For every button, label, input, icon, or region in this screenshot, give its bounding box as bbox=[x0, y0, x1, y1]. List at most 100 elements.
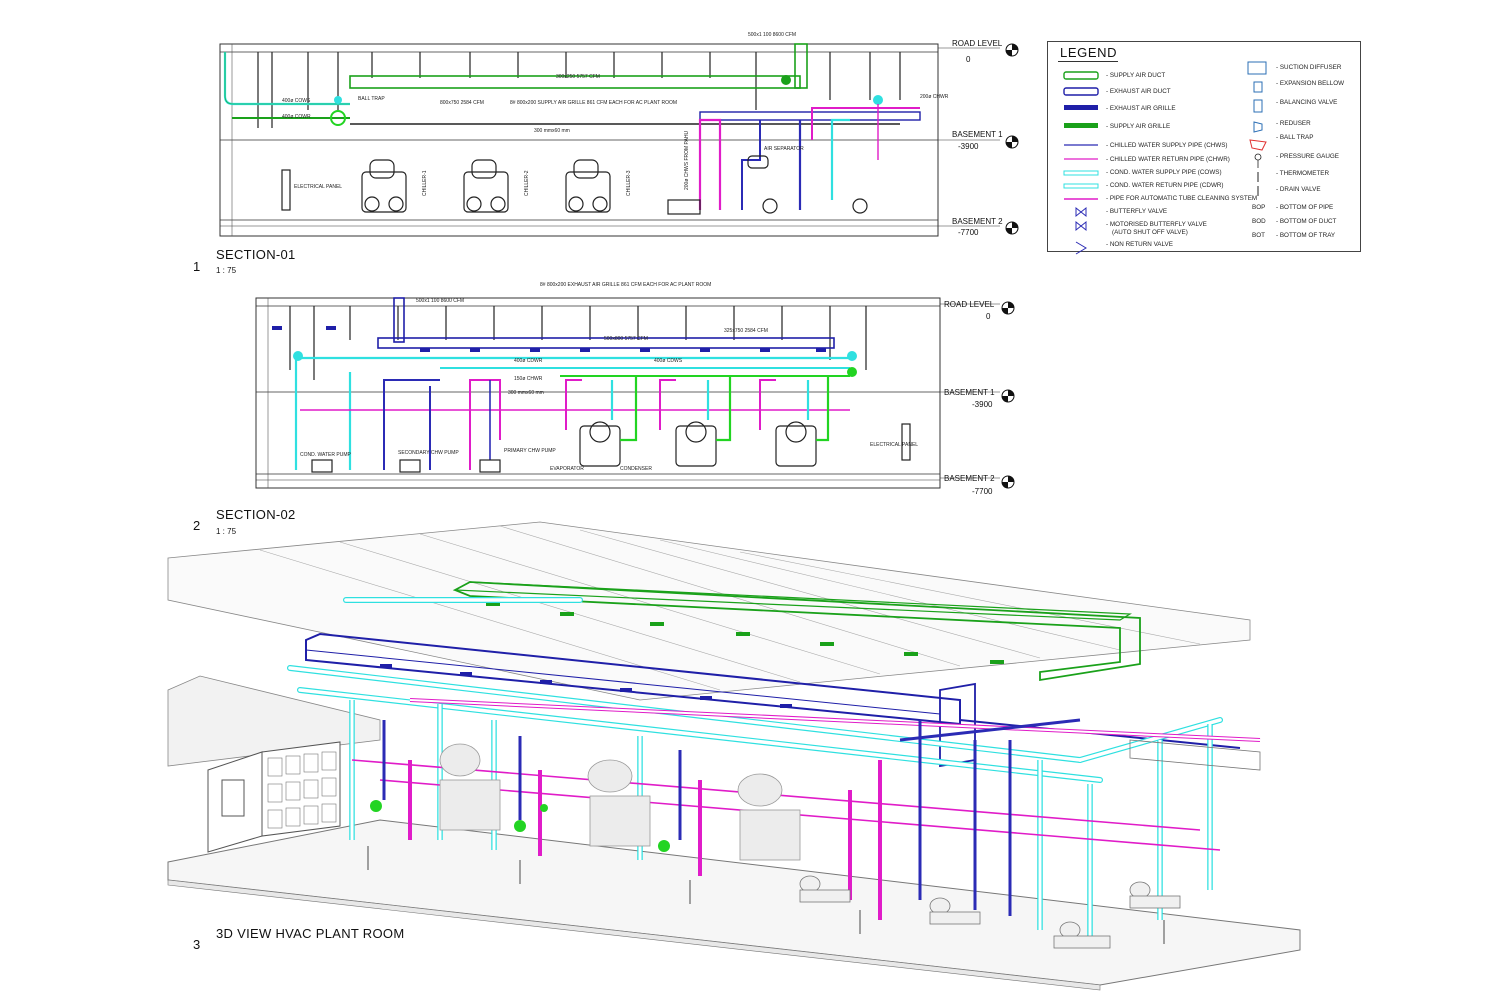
legend-item-supply-air-duct: - SUPPLY AIR DUCT bbox=[1106, 72, 1166, 79]
s1-grille-note: 8# 800x200 SUPPLY AIR GRILLE 861 CFM EAC… bbox=[510, 100, 677, 106]
section-3d-number: 3 bbox=[193, 937, 201, 952]
section-01-drawing: CHILLER-1 CHILLER-2 CHILLER-3 ELECTRICAL… bbox=[219, 32, 1019, 237]
legend-item-expansion-bellow: - EXPANSION BELLOW bbox=[1276, 80, 1345, 87]
legend-abbrev-bod: BOD bbox=[1252, 218, 1266, 225]
section-3d-title: 3D VIEW HVAC PLANT ROOM bbox=[216, 926, 405, 941]
legend-item-chws: - CHILLED WATER SUPPLY PIPE (CHWS) bbox=[1106, 142, 1228, 149]
reducer-symbol bbox=[1253, 121, 1263, 133]
section-01-title: SECTION-01 bbox=[216, 247, 296, 262]
s1-tray-label: 300 mmx60 mm bbox=[534, 128, 570, 134]
suction-diffuser-symbol bbox=[1247, 61, 1267, 75]
legend-item-non-return-valve: - NON RETURN VALVE bbox=[1106, 241, 1173, 248]
s2-chwr-label: 150ø CHWR bbox=[514, 376, 543, 382]
svg-text:-7700: -7700 bbox=[958, 228, 979, 237]
svg-text:-3900: -3900 bbox=[958, 142, 979, 151]
s2-pri-pump-label: PRIMARY CHW PUMP bbox=[504, 448, 556, 454]
s2-sec-pump-label: SECONDARY CHW PUMP bbox=[398, 450, 459, 456]
svg-text:-7700: -7700 bbox=[972, 487, 993, 496]
legend-item-reducer: - REDUSER bbox=[1276, 120, 1311, 127]
s1-level-basement1: BASEMENT 1 -3900 bbox=[938, 130, 1019, 151]
legend-item-cdwr: - COND. WATER RETURN PIPE (CDWR) bbox=[1106, 182, 1224, 189]
s2-level-basement1: BASEMENT 1 -3900 bbox=[940, 388, 1015, 409]
legend-item-bottom-of-pipe: - BOTTOM OF PIPE bbox=[1276, 204, 1334, 211]
legend-item-ball-trap: - BALL TRAP bbox=[1276, 134, 1314, 141]
cows-symbol bbox=[1063, 170, 1099, 176]
s1-air-separator-label: AIR SEPARATOR bbox=[764, 146, 804, 152]
svg-text:BASEMENT 1: BASEMENT 1 bbox=[952, 130, 1003, 139]
legend-item-motorised-valve: - MOTORISED BUTTERFLY VALVE bbox=[1106, 221, 1207, 228]
legend-item-bottom-of-tray: - BOTTOM OF TRAY bbox=[1276, 232, 1336, 239]
svg-text:ROAD LEVEL: ROAD LEVEL bbox=[952, 39, 1003, 48]
exhaust-air-duct-symbol bbox=[1063, 87, 1099, 96]
s1-electrical-panel-label: ELECTRICAL PANEL bbox=[294, 184, 342, 190]
s2-top-note: 8# 800x200 EXHAUST AIR GRILLE 861 CFM EA… bbox=[540, 282, 711, 288]
s1-cows-label: 400ø COWS bbox=[282, 98, 311, 104]
svg-text:BASEMENT 2: BASEMENT 2 bbox=[952, 217, 1003, 226]
legend-item-bottom-of-duct: - BOTTOM OF DUCT bbox=[1276, 218, 1337, 225]
legend-item-pressure-gauge: - PRESSURE GAUGE bbox=[1276, 153, 1339, 160]
s2-level-basement2: BASEMENT 2 -7700 bbox=[940, 474, 1015, 496]
s1-duct-label-3: 500x1 100 8600 CFM bbox=[748, 32, 796, 38]
svg-text:BASEMENT 1: BASEMENT 1 bbox=[944, 388, 995, 397]
s2-duct-label-2: 500x800 5757 CFM bbox=[604, 336, 648, 342]
legend-item-drain-valve: - DRAIN VALVE bbox=[1276, 186, 1321, 193]
non-return-valve-symbol bbox=[1075, 241, 1087, 255]
svg-text:-3900: -3900 bbox=[972, 400, 993, 409]
chiller-3-label: CHILLER-3 bbox=[626, 170, 632, 196]
svg-text:0: 0 bbox=[966, 55, 971, 64]
legend-title-underline bbox=[1058, 61, 1118, 62]
s2-duct-label-1: 500x1 100 8600 CFM bbox=[416, 298, 464, 304]
s1-ball-trap-label: BALL TRAP bbox=[358, 96, 385, 102]
svg-text:ROAD LEVEL: ROAD LEVEL bbox=[944, 300, 995, 309]
s1-chwr-label: 200ø CHWR bbox=[920, 94, 949, 100]
legend-item-balancing-valve: - BALANCING VALVE bbox=[1276, 99, 1338, 106]
legend-abbrev-bop: BOP bbox=[1252, 204, 1266, 211]
legend-abbrev-bot: BOT bbox=[1252, 232, 1265, 239]
pressure-gauge-symbol bbox=[1254, 153, 1262, 161]
legend-item-supply-air-grille: - SUPPLY AIR GRILLE bbox=[1106, 123, 1171, 130]
chiller-1-label: CHILLER-1 bbox=[422, 170, 428, 196]
legend-title: LEGEND bbox=[1060, 45, 1118, 60]
exhaust-air-grille-symbol bbox=[1064, 105, 1098, 110]
legend-panel: LEGEND - SUPPLY AIR DUCT - EXHAUST AIR D… bbox=[1047, 41, 1361, 255]
legend-symbols-right bbox=[1247, 61, 1267, 196]
s1-duct-label-2: 800x750 2584 CFM bbox=[440, 100, 484, 106]
legend-item-chwr: - CHILLED WATER RETURN PIPE (CHWR) bbox=[1106, 156, 1230, 163]
chiller-2-label: CHILLER-2 bbox=[524, 170, 530, 196]
s1-level-road: ROAD LEVEL 0 bbox=[938, 39, 1019, 64]
section-01-number: 1 bbox=[193, 259, 201, 274]
legend-item-atcs: - PIPE FOR AUTOMATIC TUBE CLEANING SYSTE… bbox=[1106, 195, 1258, 202]
s2-level-road: ROAD LEVEL 0 bbox=[940, 300, 1015, 321]
legend-item-exhaust-air-duct: - EXHAUST AIR DUCT bbox=[1106, 88, 1171, 95]
s1-duct-label-1: 300x250 5757 CFM bbox=[556, 74, 600, 80]
3d-view-drawing bbox=[167, 521, 1301, 991]
svg-text:0: 0 bbox=[986, 312, 991, 321]
s2-cdws-label: 400ø CDWS bbox=[654, 358, 683, 364]
supply-air-duct-symbol bbox=[1063, 71, 1099, 80]
s1-chws-drop-label: 200ø CHWS FROM PAHU bbox=[684, 131, 690, 190]
supply-air-grille-symbol bbox=[1064, 123, 1098, 128]
section-02-number: 2 bbox=[193, 518, 201, 533]
s2-duct-label-3: 325x750 2584 CFM bbox=[724, 328, 768, 334]
section-02-scale: 1 : 75 bbox=[216, 527, 237, 536]
motorised-valve-symbol bbox=[1075, 220, 1087, 232]
legend-item-butterfly-valve: - BUTTERFLY VALVE bbox=[1106, 208, 1168, 215]
expansion-bellow-symbol bbox=[1253, 81, 1263, 93]
ball-trap-symbol bbox=[1249, 139, 1267, 151]
balancing-valve-symbol bbox=[1253, 99, 1263, 113]
s2-evaporator-label: EVAPORATOR bbox=[550, 466, 584, 472]
s2-cdwr-label: 400ø CDWR bbox=[514, 358, 543, 364]
legend-item-thermometer: - THERMOMETER bbox=[1276, 170, 1330, 177]
butterfly-valve-symbol bbox=[1075, 206, 1087, 218]
s2-tray-label: 300 mmx60 mm bbox=[508, 390, 544, 396]
s1-level-basement2: BASEMENT 2 -7700 bbox=[938, 217, 1019, 237]
cdwr-symbol bbox=[1063, 183, 1099, 189]
section-02-drawing: 8# 800x200 EXHAUST AIR GRILLE 861 CFM EA… bbox=[255, 282, 1015, 496]
section-02-title: SECTION-02 bbox=[216, 507, 296, 522]
s2-elec-panel-label: ELECTRICAL PANEL bbox=[870, 442, 918, 448]
legend-item-suction-diffuser: - SUCTION DIFFUSER bbox=[1276, 64, 1342, 71]
svg-text:BASEMENT 2: BASEMENT 2 bbox=[944, 474, 995, 483]
legend-item-exhaust-air-grille: - EXHAUST AIR GRILLE bbox=[1106, 105, 1176, 112]
section-01-scale: 1 : 75 bbox=[216, 266, 237, 275]
